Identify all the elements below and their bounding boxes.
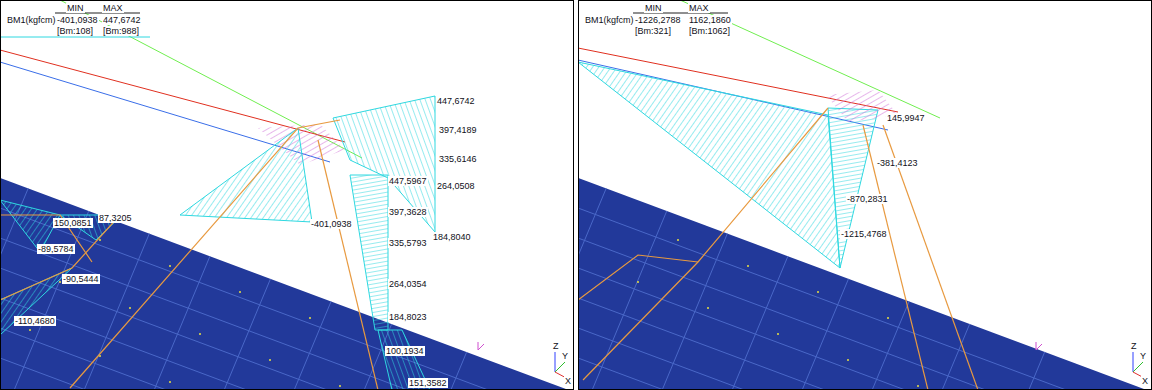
truss-members (579, 108, 978, 389)
panel-border (579, 1, 1152, 390)
moment-value: 184,8023 (388, 312, 428, 322)
moment-value: -110,4680 (14, 316, 56, 326)
extreme-value: 447,6742 (102, 15, 142, 25)
moment-value: 335,5793 (388, 238, 428, 248)
axis-label: X (1141, 376, 1149, 386)
panel-border (1, 1, 574, 390)
beam-id: [Bm:321] (634, 26, 672, 36)
right-panel (518, 0, 1152, 390)
column-heading: MAX (688, 3, 710, 13)
extreme-value: -1226,2788 (634, 15, 682, 25)
moment-value: -381,4123 (876, 158, 919, 168)
moment-value: 145,9947 (886, 113, 926, 123)
result-name: BM1(kgfcm) (584, 15, 635, 25)
column-heading: MIN (644, 3, 663, 13)
moment-value: 335,6146 (438, 154, 478, 164)
axis-label: Y (561, 351, 569, 361)
moment-value: 397,3628 (388, 207, 428, 217)
axis-triad (1036, 342, 1148, 380)
moment-value: 150,0851 (53, 218, 93, 228)
moment-value: 264,0508 (436, 181, 476, 191)
moment-diagram (828, 108, 878, 268)
left-panel (1, 1, 573, 389)
moment-diagram (180, 128, 312, 222)
moment-value: -870,2831 (846, 194, 889, 204)
moment-value: 87,3205 (98, 213, 133, 223)
axis-label: Z (552, 341, 560, 351)
moment-value: -1215,4768 (840, 229, 888, 239)
beam-id: [Bm:1062] (688, 26, 731, 36)
column-heading: MAX (102, 3, 124, 13)
truss-members (1, 120, 378, 389)
axis-triad (478, 342, 570, 380)
moment-value: 447,5967 (388, 176, 428, 186)
moment-value: -89,5784 (37, 244, 75, 254)
mesh-grid (579, 160, 1151, 389)
moment-diagram (579, 62, 840, 268)
moment-value: 184,8040 (432, 232, 472, 242)
result-name: BM1(kgfcm) (6, 15, 57, 25)
column-heading: MIN (66, 3, 85, 13)
moment-value: 397,4189 (438, 125, 478, 135)
moment-value: 100,1934 (385, 346, 425, 356)
mesh-nodes (29, 239, 341, 387)
moment-value: 264,0354 (388, 279, 428, 289)
mesh-nodes (637, 239, 919, 387)
moment-diagram (350, 175, 388, 330)
moment-value: -90,5444 (62, 274, 100, 284)
header-rule (1, 37, 150, 38)
axis-label: Y (1139, 351, 1147, 361)
moment-value: 151,3582 (408, 378, 448, 388)
shell-plane (579, 178, 1151, 389)
extreme-value: -401,0938 (56, 15, 99, 25)
moment-value: 447,6742 (436, 96, 476, 106)
beam-id: [Bm:988] (102, 26, 140, 36)
extreme-value: 1162,1860 (688, 15, 732, 25)
beam-id: [Bm:108] (56, 26, 94, 36)
axis-label: Z (1130, 341, 1138, 351)
axis-label: X (564, 376, 572, 386)
moment-value: -401,0938 (310, 219, 353, 229)
